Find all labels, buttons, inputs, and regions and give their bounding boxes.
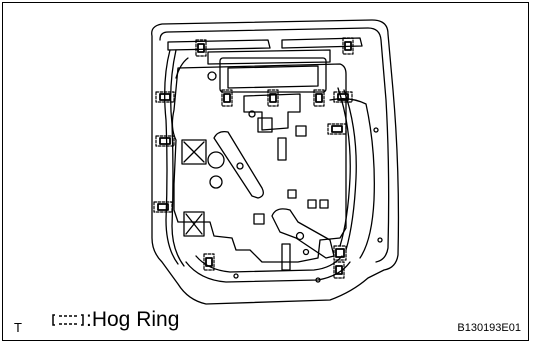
legend-label: :Hog Ring — [86, 308, 180, 331]
top-crossbeam — [207, 49, 331, 65]
hog-ring-marker — [203, 253, 215, 271]
strap-rivet — [236, 162, 244, 170]
center-bracket — [219, 57, 327, 93]
center-bracket-inner — [227, 65, 319, 89]
left-clamp-upper-x — [183, 141, 205, 163]
hole — [302, 248, 310, 256]
hog-ring-marker — [155, 135, 175, 147]
left-clamp-lower-x — [185, 213, 203, 235]
slot — [253, 213, 265, 225]
seat-cover-outline — [151, 19, 400, 305]
seat-cover-inner-edge — [159, 27, 390, 263]
upper-bolster-right — [281, 37, 363, 49]
hole — [209, 175, 223, 189]
cable-right-2 — [343, 89, 357, 251]
hog-ring-marker — [313, 89, 325, 107]
upper-strap — [213, 130, 264, 199]
hog-ring-marker — [221, 89, 233, 107]
hole — [373, 127, 379, 133]
hog-ring-marker — [333, 91, 353, 103]
slot — [319, 199, 329, 209]
slot — [257, 117, 273, 133]
slot — [295, 125, 307, 137]
strap-rivet — [295, 231, 305, 241]
cable-left-2 — [170, 49, 185, 267]
hog-ring-marker — [153, 201, 173, 213]
slot — [307, 199, 317, 209]
bottom-rail-inner — [195, 255, 343, 273]
lower-strap — [271, 208, 335, 259]
hole — [233, 273, 239, 279]
left-clamp-upper — [181, 139, 207, 165]
slot-keyhole — [277, 137, 287, 161]
cable-right-3 — [329, 98, 375, 259]
hole — [207, 151, 225, 169]
hole — [207, 71, 217, 81]
bottom-bracket — [281, 243, 291, 271]
hog-ring-marker — [333, 245, 347, 261]
cable-left-1 — [164, 49, 179, 265]
cable-left-3 — [175, 57, 189, 79]
hog-ring-marker — [342, 37, 354, 55]
hog-ring-markers — [153, 37, 354, 279]
figure-id: B130193E01 — [457, 322, 521, 334]
left-clamp-lower — [183, 211, 205, 237]
center-recess — [243, 93, 301, 131]
hog-ring-marker — [267, 89, 279, 107]
slot — [287, 189, 297, 199]
hog-ring-marker — [195, 39, 207, 57]
hole — [248, 110, 256, 118]
cable-right-1 — [337, 87, 351, 247]
hog-ring-icon — [52, 314, 84, 326]
hog-ring-marker — [333, 261, 345, 279]
bottom-rail — [185, 261, 351, 283]
hog-ring-marker — [155, 91, 175, 103]
hog-ring-marker — [327, 123, 347, 135]
hole — [377, 237, 383, 243]
upper-bolster — [167, 39, 271, 51]
corner-mark: T — [14, 320, 22, 335]
legend: :Hog Ring — [52, 308, 179, 332]
